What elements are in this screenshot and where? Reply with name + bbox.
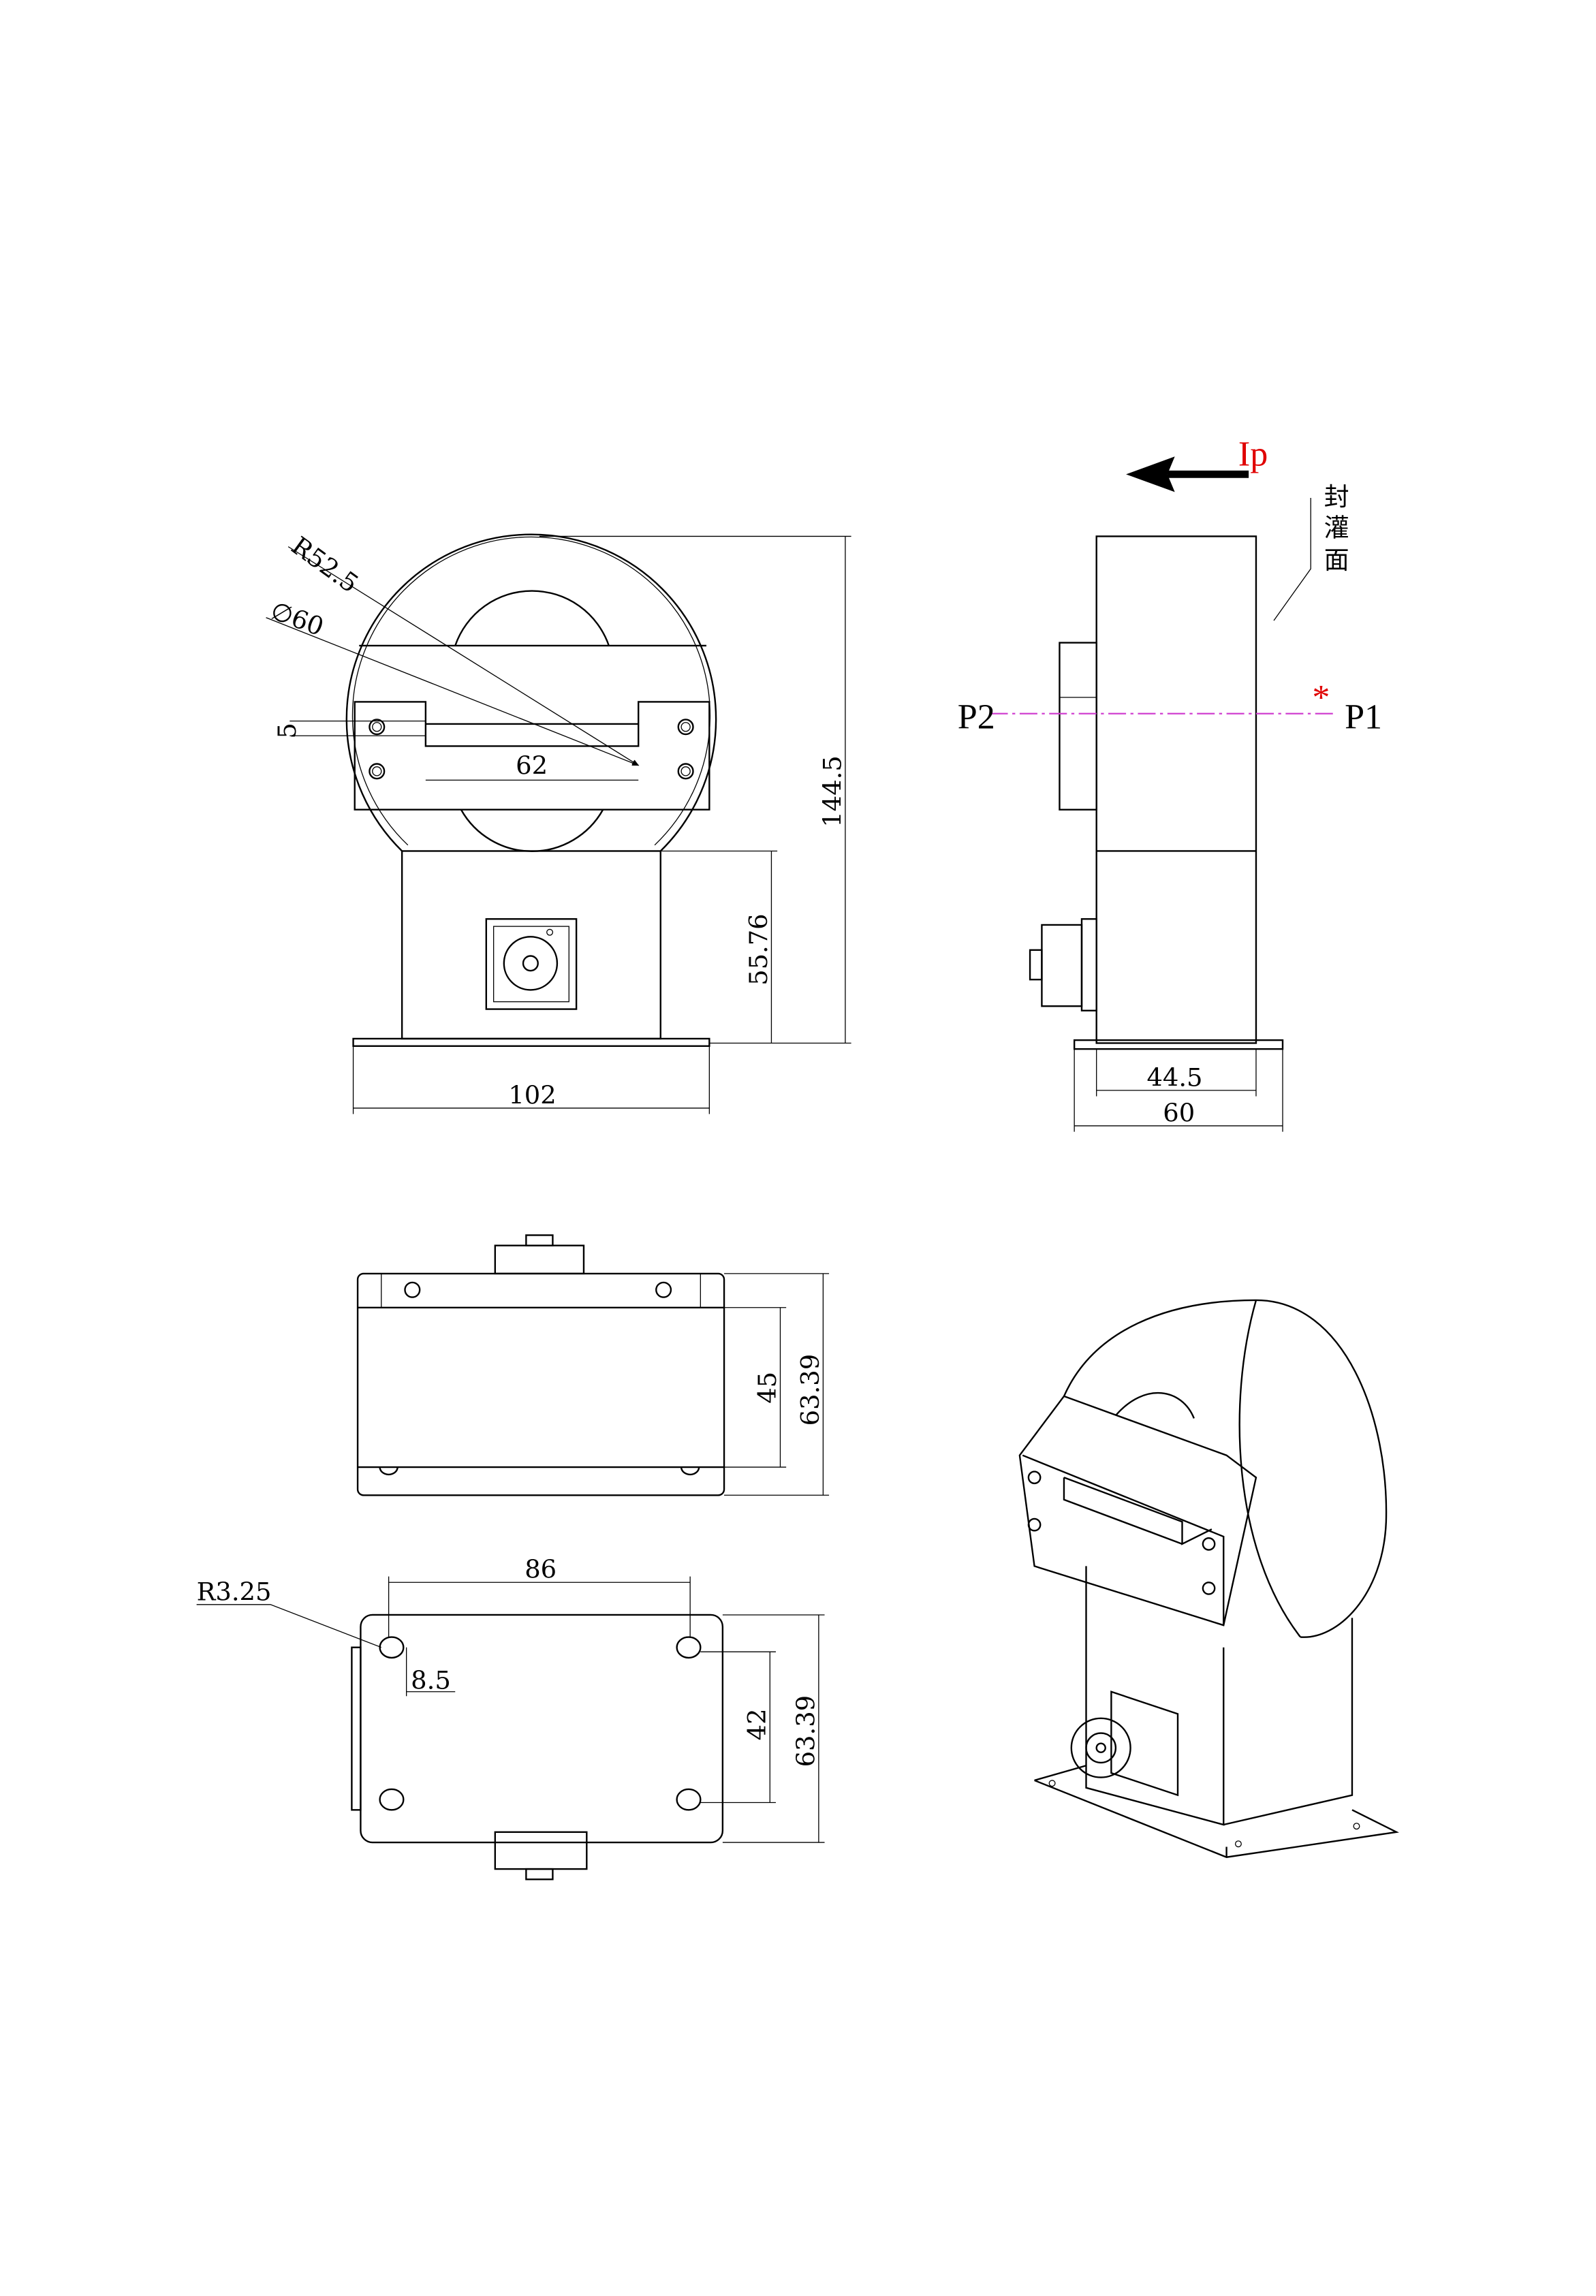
arrow-head-icon — [1126, 456, 1175, 492]
seal-char-2: 灌 — [1324, 513, 1349, 542]
seal-char-1: 封 — [1324, 482, 1349, 512]
bottom-overall-depth-label: 63.39 — [791, 1695, 820, 1767]
aperture-arc — [454, 590, 610, 646]
diameter-label: ∅60 — [267, 596, 328, 642]
lower-body — [401, 850, 661, 1040]
slot-holes — [379, 1636, 702, 1811]
bottom-view: 86 R3.25 8.5 42 63.39 — [197, 1555, 825, 1881]
hole-offset-label: 8.5 — [411, 1665, 451, 1695]
radius-label: R52.5 — [286, 531, 364, 598]
base-plate — [352, 1037, 710, 1048]
p2-label: P2 — [958, 697, 995, 736]
slot-height-label: 5 — [272, 723, 302, 738]
body-height-label: 55.76 — [744, 913, 773, 986]
top-body-depth-label: 45 — [753, 1372, 782, 1404]
side-view: Ip P2 P1 * 封 灌 面 44.5 60 — [958, 435, 1382, 1132]
base-width-label: 102 — [508, 1080, 556, 1110]
top-view: 45 63.39 — [356, 1234, 830, 1496]
base-depth-label: 60 — [1163, 1098, 1195, 1127]
polarity-marker: * — [1312, 678, 1330, 717]
side-body — [1095, 535, 1257, 1044]
iso-body — [1085, 1566, 1354, 1826]
side-base — [1073, 1039, 1284, 1050]
clamp-plate — [354, 644, 710, 811]
iso-housing-back — [1063, 1299, 1388, 1638]
mounting-holes — [369, 719, 694, 780]
iso-clamp — [1018, 1395, 1257, 1626]
p1-label: P1 — [1345, 697, 1382, 736]
connector — [485, 918, 578, 1010]
hole-spacing-y-label: 42 — [742, 1708, 772, 1740]
total-height-label: 144.5 — [817, 755, 847, 828]
front-view: R52.5 ∅60 5 62 144.5 55.76 102 — [266, 531, 851, 1114]
current-label: Ip — [1238, 435, 1268, 473]
hole-spacing-x-label: 86 — [525, 1555, 557, 1584]
slot-width-label: 62 — [516, 751, 548, 781]
housing-outline — [345, 533, 717, 852]
side-connector — [1029, 918, 1097, 1011]
iso-base — [1034, 1765, 1399, 1858]
top-overall-depth-label: 63.39 — [796, 1354, 825, 1426]
hole-radius-label: R3.25 — [197, 1577, 272, 1606]
seal-leader — [1273, 498, 1311, 621]
iso-connector — [1070, 1690, 1179, 1797]
seal-char-3: 面 — [1324, 546, 1349, 575]
clamp-profile — [1059, 642, 1097, 811]
body-depth-label: 44.5 — [1146, 1063, 1202, 1092]
isometric-view — [1018, 1299, 1399, 1858]
